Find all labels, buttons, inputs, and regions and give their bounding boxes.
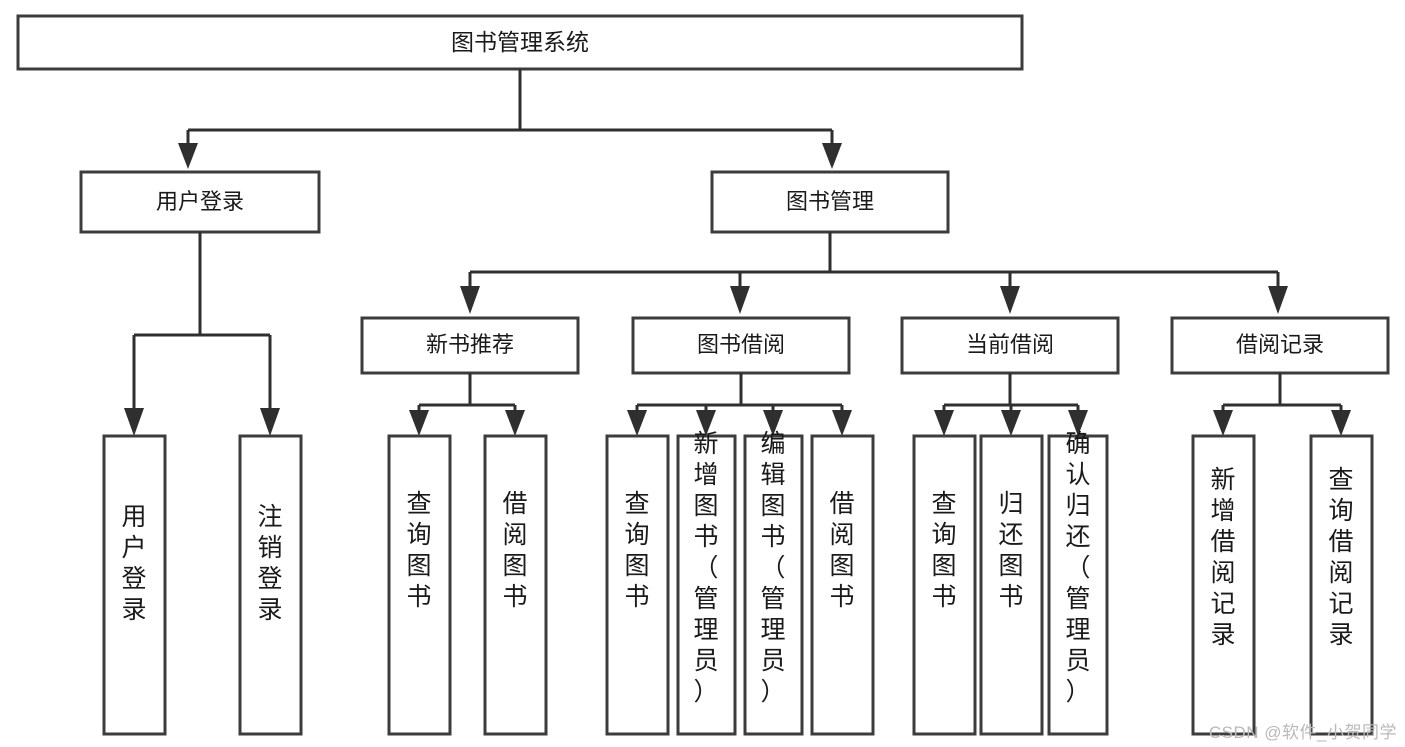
leaf-label: 借阅图书 bbox=[829, 490, 854, 611]
arrow-to-leaf-query-book-3 bbox=[934, 410, 954, 436]
arrow-to-leaf-return-book bbox=[1001, 410, 1021, 436]
connector-root-to-level1 bbox=[178, 69, 842, 169]
leaf-label: 确认归还（管理员） bbox=[1065, 430, 1090, 706]
root-label: 图书管理系统 bbox=[451, 29, 589, 55]
node-current-borrow[interactable]: 当前借阅 bbox=[900, 316, 1120, 375]
leaf-query-record[interactable]: 查询借阅记录 bbox=[1309, 434, 1374, 736]
arrow-to-leaf-query-book-2 bbox=[627, 410, 647, 436]
node-new-book[interactable]: 新书推荐 bbox=[360, 316, 580, 375]
leaf-logout[interactable]: 注销登录 bbox=[238, 434, 303, 736]
arrow-to-leaf-query-record bbox=[1331, 410, 1351, 436]
arrow-to-book-manage bbox=[822, 143, 842, 169]
book-borrow-label: 图书借阅 bbox=[697, 332, 785, 357]
leaf-label: 查询图书 bbox=[624, 490, 649, 611]
leaf-label: 注销登录 bbox=[257, 503, 282, 624]
connector-currentborrow-to-leaves bbox=[934, 373, 1088, 436]
leaf-user-login[interactable]: 用户登录 bbox=[102, 434, 167, 736]
leaf-label: 新增图书（管理员） bbox=[693, 430, 718, 706]
book-manage-label: 图书管理 bbox=[786, 189, 874, 214]
leaf-return-book[interactable]: 归还图书 bbox=[979, 434, 1044, 736]
user-login-label: 用户登录 bbox=[156, 189, 244, 214]
arrow-to-leaf-add-book bbox=[696, 410, 716, 436]
node-user-login[interactable]: 用户登录 bbox=[79, 170, 321, 234]
arrow-to-leaf-user-login bbox=[124, 408, 144, 436]
node-book-borrow[interactable]: 图书借阅 bbox=[631, 316, 851, 375]
leaf-box bbox=[102, 434, 167, 736]
leaf-add-book[interactable]: 新增图书（管理员） bbox=[676, 430, 737, 736]
leaf-label: 新增借阅记录 bbox=[1210, 466, 1235, 649]
new-book-label: 新书推荐 bbox=[426, 332, 514, 357]
node-book-manage[interactable]: 图书管理 bbox=[710, 170, 950, 234]
leaf-box bbox=[1309, 434, 1374, 736]
leaf-box bbox=[1191, 434, 1256, 736]
new-book-box bbox=[360, 316, 580, 375]
leaf-label: 查询借阅记录 bbox=[1328, 466, 1353, 649]
leaf-box bbox=[483, 434, 548, 736]
connector-borrowrecord-to-leaves bbox=[1213, 373, 1351, 436]
arrow-to-user-login bbox=[178, 143, 198, 169]
leaf-borrow-book-borrow[interactable]: 借阅图书 bbox=[810, 434, 875, 736]
leaf-query-book-current[interactable]: 查询图书 bbox=[912, 434, 977, 736]
leaf-label: 编辑图书（管理员） bbox=[760, 430, 785, 706]
leaf-label: 用户登录 bbox=[121, 503, 146, 624]
arrow-to-leaf-borrow-book-2 bbox=[832, 410, 852, 436]
root-box bbox=[16, 14, 1024, 71]
arrow-to-leaf-query-book-1 bbox=[409, 410, 429, 436]
node-borrow-record[interactable]: 借阅记录 bbox=[1170, 316, 1390, 375]
user-login-box bbox=[79, 170, 321, 234]
current-borrow-box bbox=[900, 316, 1120, 375]
leaf-box bbox=[238, 434, 303, 736]
connector-bookmanage-to-level2 bbox=[460, 232, 1288, 314]
connector-userlogin-to-leaves bbox=[124, 232, 280, 436]
leaf-box bbox=[979, 434, 1044, 736]
leaf-edit-book[interactable]: 编辑图书（管理员） bbox=[743, 430, 804, 736]
leaf-box bbox=[912, 434, 977, 736]
leaf-box bbox=[1047, 434, 1109, 736]
leaf-box bbox=[387, 434, 452, 736]
leaf-label: 查询图书 bbox=[931, 490, 956, 611]
connector-bookborrow-to-leaves bbox=[627, 373, 852, 436]
leaf-label: 归还图书 bbox=[998, 490, 1023, 611]
leaf-label: 查询图书 bbox=[406, 490, 431, 611]
leaf-box bbox=[743, 434, 804, 736]
leaf-box bbox=[676, 434, 737, 736]
leaf-label: 借阅图书 bbox=[502, 490, 527, 611]
arrow-to-leaf-logout bbox=[260, 408, 280, 436]
arrow-to-current-borrow bbox=[1000, 286, 1020, 314]
arrow-to-leaf-add-record bbox=[1213, 410, 1233, 436]
arrow-to-new-book bbox=[460, 286, 480, 314]
node-root-system[interactable]: 图书管理系统 bbox=[16, 14, 1024, 71]
leaf-query-book-borrow[interactable]: 查询图书 bbox=[605, 434, 670, 736]
leaf-confirm-return[interactable]: 确认归还（管理员） bbox=[1047, 430, 1109, 736]
arrow-to-leaf-borrow-book-1 bbox=[505, 410, 525, 436]
arrow-to-borrow-record bbox=[1268, 286, 1288, 314]
leaf-borrow-book-new[interactable]: 借阅图书 bbox=[483, 434, 548, 736]
current-borrow-label: 当前借阅 bbox=[966, 332, 1054, 357]
arrow-to-book-borrow bbox=[730, 286, 750, 314]
borrow-record-label: 借阅记录 bbox=[1236, 332, 1324, 357]
leaf-add-record[interactable]: 新增借阅记录 bbox=[1191, 434, 1256, 736]
connector-newbook-to-leaves bbox=[409, 373, 525, 436]
leaf-box bbox=[605, 434, 670, 736]
arrow-to-leaf-edit-book bbox=[763, 410, 783, 436]
leaf-box bbox=[810, 434, 875, 736]
arrow-to-leaf-confirm-return bbox=[1068, 410, 1088, 436]
leaf-query-book-new[interactable]: 查询图书 bbox=[387, 434, 452, 736]
